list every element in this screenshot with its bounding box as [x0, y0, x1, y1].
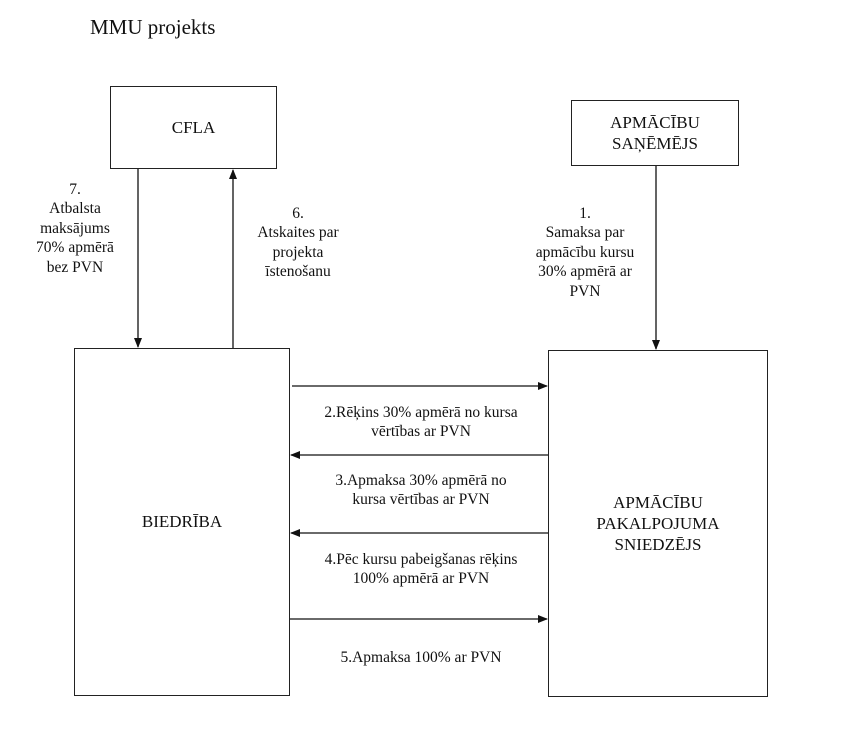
training-provider-label: APMĀCĪBU PAKALPOJUMA SNIEDZĒJS	[596, 492, 720, 555]
training-recipients-label: APMĀCĪBU SAŅĒMĒJS	[610, 112, 700, 153]
training-provider-box: APMĀCĪBU PAKALPOJUMA SNIEDZĒJS	[548, 350, 768, 697]
flow-label-4: 4.Pēc kursu pabeigšanas rēķins 100% apmē…	[324, 551, 518, 588]
flow-label-3: 3.Apmaksa 30% apmērā no kursa vērtības a…	[335, 472, 507, 509]
page-title: MMU projekts	[90, 15, 216, 39]
flow-label-6: 6. Atskaites par projekta īstenošanu	[257, 205, 339, 281]
flow-label-7: 7. Atbalsta maksājums 70% apmērā bez PVN	[36, 181, 114, 276]
cfla-box: CFLA	[110, 86, 277, 169]
flow-label-2: 2.Rēķins 30% apmērā no kursa vērtības ar…	[324, 404, 518, 441]
flow-label-1: 1. Samaksa par apmācību kursu 30% apmērā…	[535, 205, 635, 300]
cfla-label: CFLA	[171, 117, 216, 137]
association-label: BIEDRĪBA	[141, 512, 223, 532]
association-box: BIEDRĪBA	[74, 348, 290, 696]
training-recipients-box: APMĀCĪBU SAŅĒMĒJS	[571, 100, 739, 166]
flow-label-5: 5.Apmaksa 100% ar PVN	[340, 649, 502, 666]
